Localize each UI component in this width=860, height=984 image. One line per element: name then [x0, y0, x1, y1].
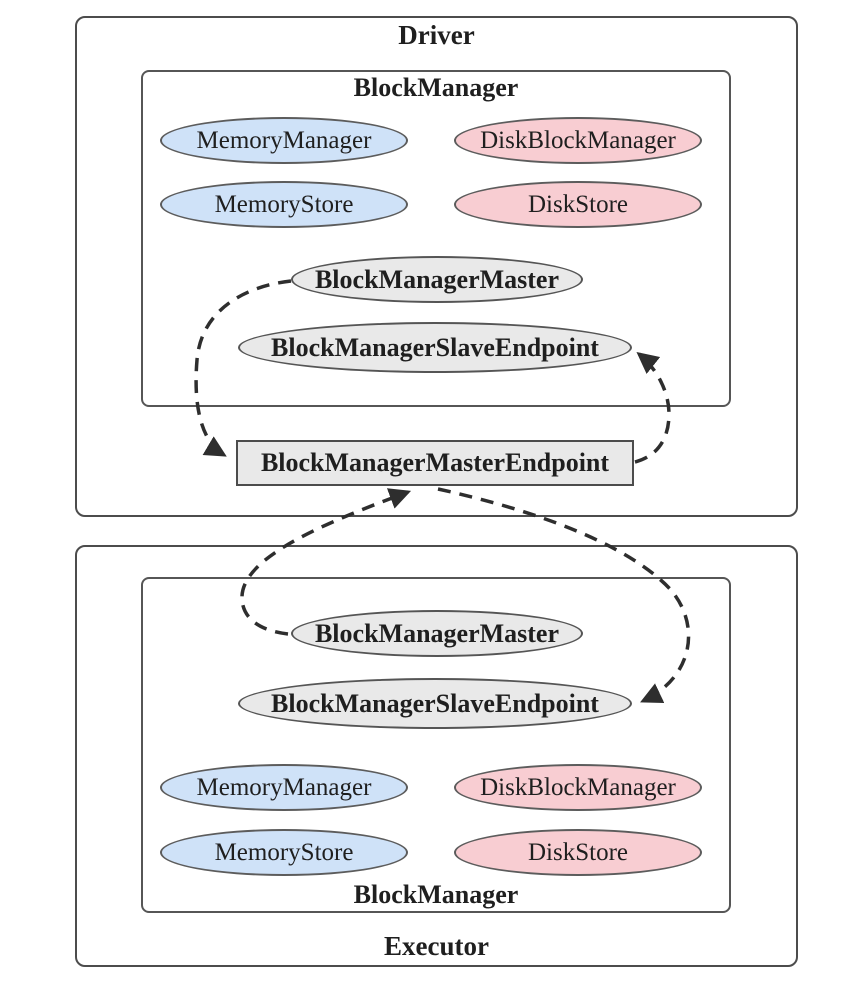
executor-disk-store-node: DiskStore	[454, 829, 702, 876]
executor-title: Executor	[384, 931, 489, 961]
driver-disk-store-node: DiskStore	[454, 181, 702, 228]
driver-blockmanager-title: BlockManager	[353, 73, 519, 102]
executor-memory-manager-node: MemoryManager	[160, 764, 408, 811]
executor-memory-store-node: MemoryStore	[160, 829, 408, 876]
driver-blockmanager-box	[141, 70, 731, 407]
driver-disk-block-manager-node: DiskBlockManager	[454, 117, 702, 164]
block-manager-master-endpoint-node: BlockManagerMasterEndpoint	[236, 440, 634, 486]
executor-box	[75, 545, 798, 967]
executor-blockmanager-title: BlockManager	[353, 880, 519, 909]
driver-block-manager-master-node: BlockManagerMaster	[291, 256, 583, 303]
executor-block-manager-slave-endpoint-node: BlockManagerSlaveEndpoint	[238, 678, 632, 729]
executor-block-manager-master-node: BlockManagerMaster	[291, 610, 583, 657]
driver-memory-manager-node: MemoryManager	[160, 117, 408, 164]
driver-title: Driver	[398, 20, 475, 50]
executor-blockmanager-box	[141, 577, 731, 913]
driver-box	[75, 16, 798, 517]
driver-block-manager-slave-endpoint-node: BlockManagerSlaveEndpoint	[238, 322, 632, 373]
executor-disk-block-manager-node: DiskBlockManager	[454, 764, 702, 811]
driver-memory-store-node: MemoryStore	[160, 181, 408, 228]
